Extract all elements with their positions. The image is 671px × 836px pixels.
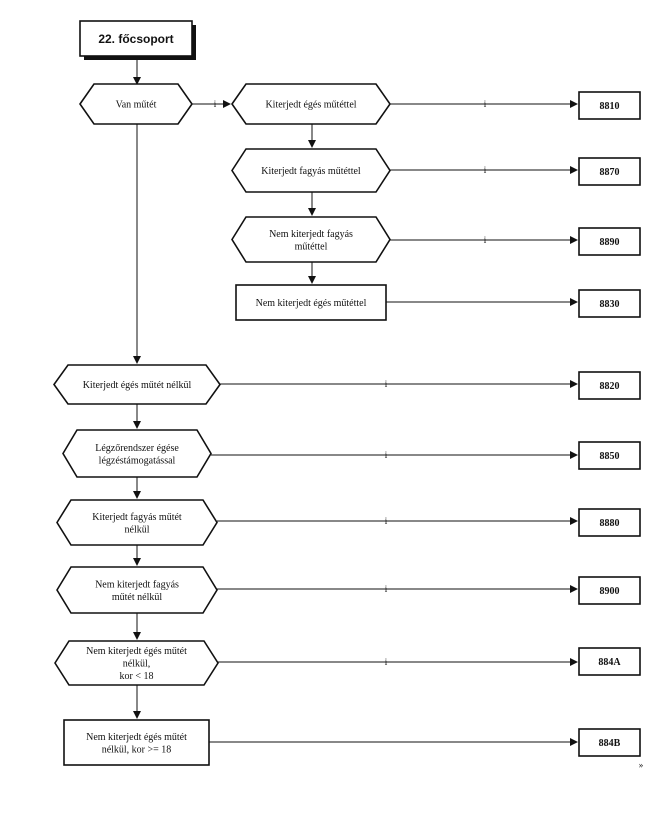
code-box-8900: 8900	[578, 576, 641, 605]
code-box-frame	[578, 728, 641, 757]
branch-label: i	[385, 516, 388, 526]
decision-shape	[56, 566, 218, 614]
decision-label-line: kor < 18	[120, 671, 154, 682]
decision-shape	[53, 364, 221, 405]
header-title: 22. főcsoport	[98, 32, 173, 46]
decision-shape	[231, 148, 391, 193]
decision-label-line: légzéstámogatással	[99, 455, 176, 466]
code-box-8810: 8810	[578, 91, 641, 120]
code-box-8880: 8880	[578, 508, 641, 537]
decision-label-line: műtét nélkül	[112, 592, 162, 603]
code-label: 8820	[600, 381, 620, 392]
code-label: 884A	[598, 657, 621, 668]
code-box-8870: 8870	[578, 157, 641, 186]
code-label: 8830	[600, 299, 620, 310]
decision-kiterjedt-eges-mutet-nelkul: Kiterjedt égés műtét nélkül	[53, 364, 221, 405]
connectors	[133, 58, 578, 746]
process-shape	[235, 284, 387, 321]
decision-shape	[62, 429, 212, 478]
branch-label: i	[484, 99, 487, 109]
code-box-frame	[578, 371, 641, 400]
footnote-mark: »	[639, 760, 644, 770]
decision-nem-kiterjedt-fagyas-mutet-nelkul: Nem kiterjedt fagyás műtét nélkül	[56, 566, 218, 614]
header-frame	[79, 20, 193, 57]
decision-label-line: Kiterjedt fagyás műtéttel	[261, 166, 361, 177]
code-box-8820: 8820	[578, 371, 641, 400]
decision-label-line: műtéttel	[295, 241, 328, 252]
header-box: 22. főcsoport	[79, 20, 196, 60]
code-box-884A: 884A	[578, 647, 641, 676]
decision-label-line: Nem kiterjedt fagyás	[269, 229, 353, 240]
code-label: 8810	[600, 101, 620, 112]
decision-label-line: Nem kiterjedt fagyás	[95, 579, 179, 590]
code-box-8890: 8890	[578, 227, 641, 256]
decision-label-line: Van műtét	[116, 100, 157, 111]
process-nem-kiterjedt-eges-mutettel: Nem kiterjedt égés műtéttel	[235, 284, 387, 321]
code-box-frame	[578, 647, 641, 676]
code-box-frame	[578, 91, 641, 120]
decision-nem-kiterjedt-eges-18-alatt: Nem kiterjedt égés műtét nélkül,kor < 18	[54, 640, 219, 686]
code-box-8850: 8850	[578, 441, 641, 470]
code-box-8830: 8830	[578, 289, 641, 318]
code-label: 8890	[600, 237, 620, 248]
decision-label-line: nélkül	[125, 524, 150, 535]
code-label: 8900	[600, 586, 620, 597]
decision-shape	[79, 83, 193, 125]
code-box-frame	[578, 157, 641, 186]
decision-shape	[54, 640, 219, 686]
branch-labels: i i i i i i i i i	[214, 99, 487, 667]
decision-label-line: Légzőrendszer égése	[95, 443, 179, 454]
decision-label-line: Kiterjedt égés műtéttel	[265, 100, 356, 111]
code-boxes: 8810 8870 8890 8830 8820 8850 8880 8900 884A 884B	[578, 91, 641, 757]
branch-label: i	[484, 235, 487, 245]
code-box-884B: 884B	[578, 728, 641, 757]
code-box-frame	[578, 289, 641, 318]
code-label: 8870	[600, 167, 620, 178]
process-shape	[63, 719, 210, 766]
code-box-frame	[578, 227, 641, 256]
decision-kiterjedt-fagyas-mutettel: Kiterjedt fagyás műtéttel	[231, 148, 391, 193]
code-label: 884B	[599, 738, 621, 749]
process-label-line: nélkül, kor >= 18	[102, 744, 172, 755]
decision-van-mutet: Van műtét	[79, 83, 193, 125]
decision-label-line: Kiterjedt égés műtét nélkül	[83, 380, 192, 391]
decision-kiterjedt-eges-mutettel: Kiterjedt égés műtéttel	[231, 83, 391, 125]
branch-label: i	[214, 99, 217, 109]
code-box-frame	[578, 576, 641, 605]
code-label: 8850	[600, 451, 620, 462]
branch-label: i	[385, 584, 388, 594]
decision-label-line: Nem kiterjedt égés műtét	[86, 646, 187, 657]
decision-shape	[231, 83, 391, 125]
branch-label: i	[484, 165, 487, 175]
code-label: 8880	[600, 518, 620, 529]
process-label-line: Nem kiterjedt égés műtét	[86, 732, 187, 743]
decision-shape	[231, 216, 391, 263]
process-label-line: Nem kiterjedt égés műtéttel	[256, 298, 367, 309]
branch-label: i	[385, 657, 388, 667]
decision-label-line: nélkül,	[123, 659, 151, 670]
code-box-frame	[578, 508, 641, 537]
branch-label: i	[385, 450, 388, 460]
branch-label: i	[385, 379, 388, 389]
decision-label-line: Kiterjedt fagyás műtét	[92, 512, 182, 523]
decision-nodes: Van műtét Kiterjedt égés műtéttelKiterjed…	[53, 83, 391, 686]
code-box-frame	[578, 441, 641, 470]
decision-shape	[56, 499, 218, 546]
